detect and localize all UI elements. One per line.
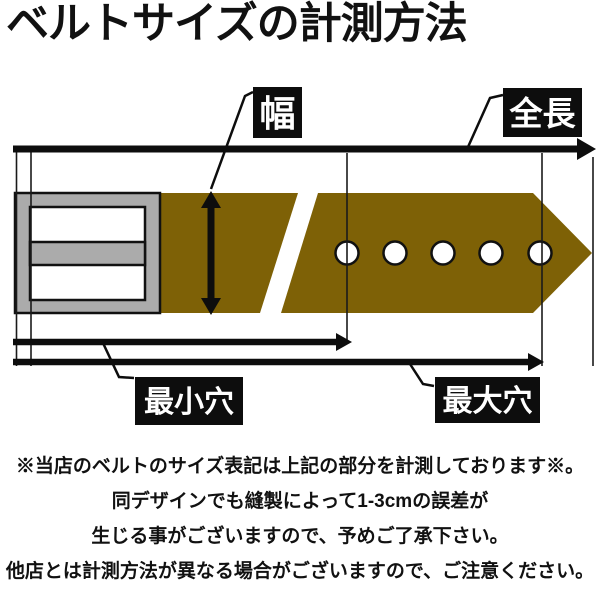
note-line-1: ※当店のベルトのサイズ表記は上記の部分を計測しております※。	[15, 456, 585, 477]
min-hole-label-box	[135, 377, 243, 425]
belt-hole	[382, 240, 408, 266]
belt-hole	[478, 240, 504, 266]
total-length-label: 全長	[509, 95, 577, 132]
max-hole-label-box	[435, 377, 540, 423]
max-hole-arrow	[13, 353, 544, 371]
min-hole-arrow	[13, 333, 352, 351]
max-hole-label-leader	[408, 363, 435, 388]
buckle-center-bar	[28, 240, 147, 267]
total-length-arrow	[13, 138, 596, 160]
total-length-label-leader	[466, 93, 504, 148]
min-hole-label-leader	[101, 342, 135, 380]
min-hole-label: 最小穴	[144, 386, 234, 419]
total-length-label-box	[503, 88, 582, 137]
page-title: ベルトサイズの計測方法	[6, 0, 468, 48]
belt-strap-front-segment	[160, 193, 298, 313]
note-line-3: 生じる事がございますので、予めご了承下さい。	[91, 526, 509, 547]
max-hole-label: 最大穴	[443, 385, 533, 418]
note-line-4: 他店とは計測方法が異なる場合がございますので、ご注意ください。	[5, 561, 595, 582]
width-label-leader	[209, 90, 254, 190]
notes: ※当店のベルトのサイズ表記は上記の部分を計測しております※。 同デザインでも縫製…	[0, 449, 600, 589]
belt-hole	[527, 240, 553, 266]
belt-hole	[430, 240, 456, 266]
note-line-2: 同デザインでも縫製によって1-3cmの誤差が	[111, 491, 489, 512]
width-label-box	[253, 87, 302, 138]
width-label: 幅	[259, 93, 295, 134]
width-arrow	[201, 191, 221, 315]
